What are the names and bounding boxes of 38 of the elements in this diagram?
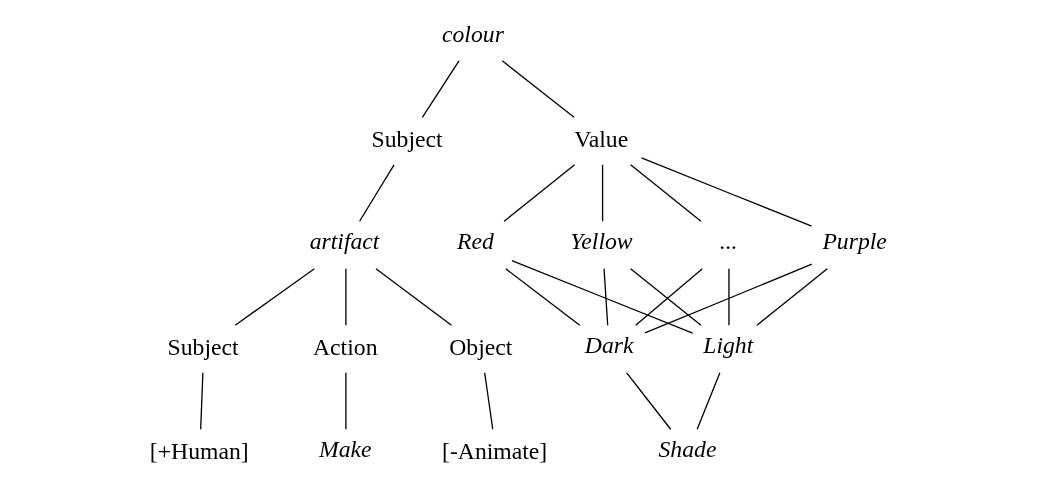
connector [483, 372, 493, 430]
node-text: colour [441, 20, 504, 47]
node-text: Subject [371, 125, 443, 152]
node-text: Red [456, 228, 494, 255]
connector [601, 164, 603, 222]
node-text: [+Human] [149, 437, 249, 464]
connector [696, 372, 721, 430]
connector [344, 372, 347, 430]
connector [510, 259, 693, 334]
connector [643, 263, 812, 334]
connector [503, 164, 575, 222]
connector [504, 268, 580, 326]
connector [358, 164, 395, 222]
connector [199, 372, 204, 430]
node-text: Purple [821, 228, 887, 255]
node-text: Dark [584, 332, 633, 359]
connector [755, 268, 828, 326]
connector [640, 157, 812, 227]
connector [602, 268, 608, 326]
node-text: Light [702, 332, 753, 359]
node-text: Subject [167, 333, 239, 360]
node-text: Yellow [569, 228, 633, 255]
connector [501, 60, 575, 118]
node-text: ... [719, 228, 737, 255]
connector [629, 164, 702, 222]
node-text: artifact [309, 228, 379, 255]
connector [234, 268, 315, 326]
connector [344, 268, 347, 326]
connector [374, 268, 452, 326]
node-text: [-Animate] [441, 437, 547, 464]
node-text: Value [573, 125, 628, 152]
node-text: Make [318, 436, 372, 463]
node-text: Shade [658, 436, 716, 463]
connector [625, 372, 671, 430]
node-text: Action [312, 333, 377, 360]
connector [421, 60, 460, 118]
connector [727, 268, 730, 326]
node-text: Object [448, 333, 512, 360]
